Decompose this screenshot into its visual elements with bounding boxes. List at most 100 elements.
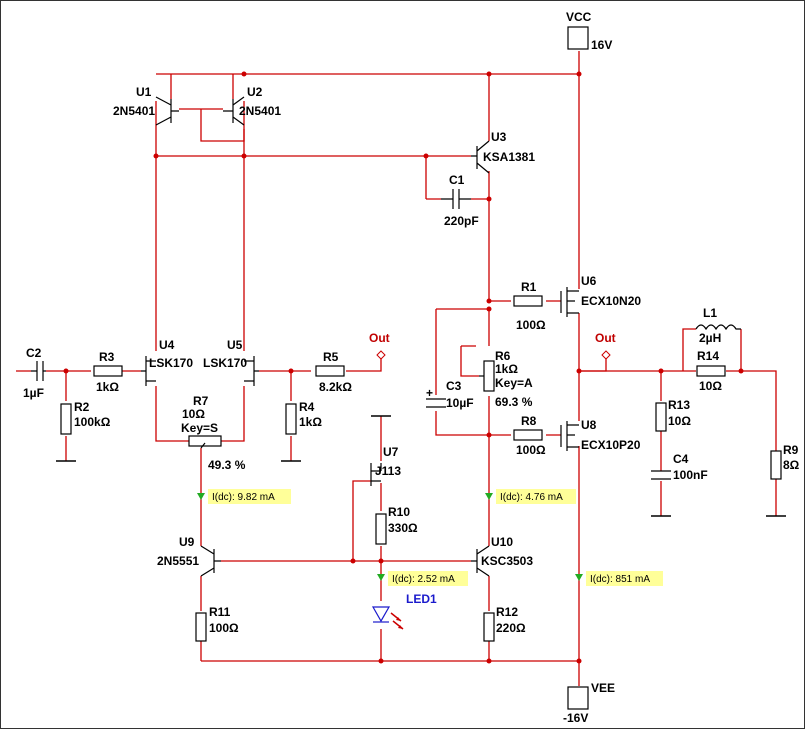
svg-text:KSA1381: KSA1381 <box>483 150 535 164</box>
resistor-r10: R10 330Ω <box>375 505 418 545</box>
svg-text:Key=A: Key=A <box>495 376 533 390</box>
svg-text:49.3 %: 49.3 % <box>208 458 246 472</box>
svg-text:2N5551: 2N5551 <box>157 554 199 568</box>
transistor-u2: U2 2N5401 <box>223 85 281 126</box>
svg-text:1kΩ: 1kΩ <box>299 415 322 429</box>
svg-text:R2: R2 <box>74 400 90 414</box>
capacitor-c2: C2 1µF <box>23 346 46 400</box>
svg-text:LSK170: LSK170 <box>149 356 193 370</box>
net-label-out-2: Out <box>595 331 616 360</box>
svg-text:2N5401: 2N5401 <box>239 104 281 118</box>
svg-text:I(dc): 851 mA: I(dc): 851 mA <box>590 574 650 585</box>
svg-text:R14: R14 <box>697 349 719 363</box>
potentiometer-r6: R6 1kΩ Key=A 69.3 % <box>479 349 533 409</box>
svg-text:KSC3503: KSC3503 <box>481 554 533 568</box>
resistor-r14: R14 10Ω <box>696 349 726 393</box>
vcc-supply-symbol <box>567 26 589 50</box>
resistor-r8: R8 100Ω <box>513 414 546 457</box>
svg-text:Out: Out <box>369 331 390 345</box>
svg-text:+: + <box>426 386 433 400</box>
svg-text:U2: U2 <box>247 85 263 99</box>
transistor-u3: U3 KSA1381 <box>471 130 535 174</box>
svg-text:220pF: 220pF <box>444 214 479 228</box>
svg-text:C3: C3 <box>446 379 462 393</box>
junction-dots <box>63 71 744 664</box>
svg-text:100kΩ: 100kΩ <box>74 415 111 429</box>
inductor-l1: L1 2µH <box>695 306 741 345</box>
capacitor-c1: C1 220pF <box>441 173 479 228</box>
resistor-r2: R2 100kΩ <box>60 400 111 435</box>
resistor-r1: R1 100Ω <box>513 280 546 332</box>
resistor-r5: R5 8.2kΩ <box>315 350 352 394</box>
svg-text:100Ω: 100Ω <box>516 443 546 457</box>
svg-text:R6: R6 <box>495 349 511 363</box>
mosfet-u8: U8 ECX10P20 <box>560 418 641 452</box>
svg-text:R4: R4 <box>299 400 315 414</box>
svg-text:100Ω: 100Ω <box>209 621 239 635</box>
resistor-r13: R13 10Ω <box>655 398 691 432</box>
svg-text:R12: R12 <box>496 605 518 619</box>
svg-text:R1: R1 <box>521 280 537 294</box>
svg-text:R7: R7 <box>193 394 209 408</box>
resistor-r4: R4 1kΩ <box>285 400 322 435</box>
svg-text:U7: U7 <box>383 445 399 459</box>
ground-symbols <box>56 415 786 517</box>
svg-text:R9: R9 <box>783 443 799 457</box>
transistor-u1: U1 2N5401 <box>113 85 179 126</box>
svg-text:U10: U10 <box>491 535 513 549</box>
svg-text:Out: Out <box>595 331 616 345</box>
svg-text:R8: R8 <box>521 414 537 428</box>
svg-text:L1: L1 <box>703 306 717 320</box>
svg-text:LED1: LED1 <box>406 592 437 606</box>
resistor-r3: R3 1kΩ <box>93 350 123 394</box>
probe-1: I(dc): 9.82 mA <box>197 489 291 504</box>
svg-text:8.2kΩ: 8.2kΩ <box>319 380 352 394</box>
svg-text:LSK170: LSK170 <box>203 356 247 370</box>
svg-text:C2: C2 <box>26 346 42 360</box>
svg-text:R5: R5 <box>323 350 339 364</box>
probe-2: I(dc): 4.76 mA <box>485 489 576 504</box>
svg-text:R11: R11 <box>209 605 231 619</box>
svg-text:1kΩ: 1kΩ <box>495 362 518 376</box>
svg-text:U6: U6 <box>581 274 597 288</box>
resistor-r12: R12 220Ω <box>483 605 526 642</box>
svg-text:8Ω: 8Ω <box>783 458 800 472</box>
svg-text:10Ω: 10Ω <box>668 414 691 428</box>
svg-text:U5: U5 <box>227 338 243 352</box>
transistor-u5: U5 LSK170 <box>203 338 259 386</box>
svg-text:ECX10P20: ECX10P20 <box>581 438 641 452</box>
svg-text:U9: U9 <box>179 535 195 549</box>
svg-text:Key=S: Key=S <box>181 421 218 435</box>
svg-text:R13: R13 <box>668 398 690 412</box>
probe-4: I(dc): 851 mA <box>575 571 663 586</box>
svg-text:10Ω: 10Ω <box>182 407 205 421</box>
vee-label: VEE <box>591 681 615 695</box>
vee-supply-symbol <box>567 686 589 710</box>
transistor-u9: U9 2N5551 <box>157 535 221 577</box>
svg-text:69.3 %: 69.3 % <box>495 395 533 409</box>
jfet-u7: U7 J113 <box>370 445 401 486</box>
svg-text:C1: C1 <box>449 173 465 187</box>
mosfet-u6: U6 ECX10N20 <box>560 274 641 317</box>
svg-text:U8: U8 <box>581 418 597 432</box>
svg-text:U4: U4 <box>159 338 175 352</box>
net-label-out-1: Out <box>369 331 390 360</box>
svg-text:100Ω: 100Ω <box>516 318 546 332</box>
svg-text:I(dc): 2.52 mA: I(dc): 2.52 mA <box>392 574 455 585</box>
probe-3: I(dc): 2.52 mA <box>377 571 468 586</box>
svg-text:U3: U3 <box>491 130 507 144</box>
vcc-value: 16V <box>591 38 612 52</box>
svg-text:I(dc): 9.82 mA: I(dc): 9.82 mA <box>212 492 275 503</box>
svg-text:J113: J113 <box>375 464 401 478</box>
svg-text:R10: R10 <box>388 505 410 519</box>
svg-text:I(dc): 4.76 mA: I(dc): 4.76 mA <box>500 492 563 503</box>
capacitor-c4: C4 100nF <box>651 452 708 482</box>
resistor-r9: R9 8Ω <box>770 443 800 480</box>
wires <box>16 51 777 686</box>
svg-text:10µF: 10µF <box>446 396 474 410</box>
svg-text:1µF: 1µF <box>23 386 44 400</box>
svg-text:10Ω: 10Ω <box>699 379 722 393</box>
vcc-label: VCC <box>566 10 592 24</box>
svg-text:2µH: 2µH <box>699 331 721 345</box>
